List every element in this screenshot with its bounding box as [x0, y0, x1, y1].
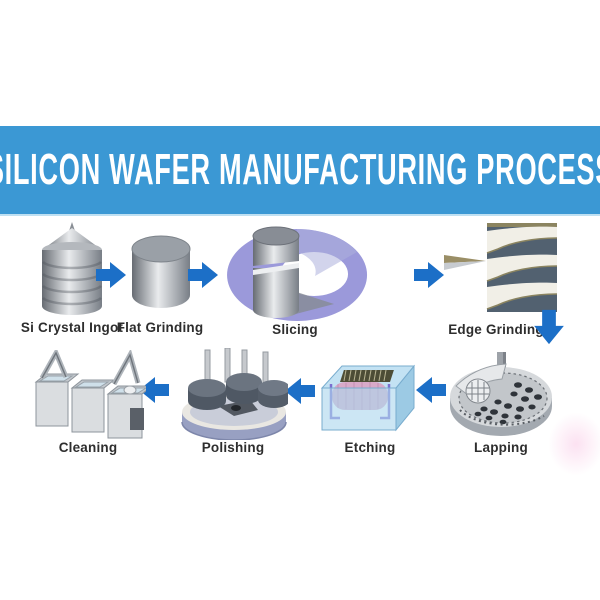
- cleaning-icon: [34, 350, 146, 439]
- arrow-left-icon: [416, 377, 446, 403]
- flat-grinding-icon: [131, 235, 191, 308]
- edge-grinding-icon: [444, 223, 558, 312]
- arrow-right-icon: [188, 262, 218, 288]
- step-label-flat-grinding: Flat Grinding: [116, 320, 204, 335]
- pink-watermark: [548, 412, 600, 476]
- arrow-right-icon: [414, 262, 444, 288]
- silicon-ingot-icon: [42, 222, 102, 315]
- arrow-right-icon: [96, 262, 126, 288]
- polishing-icon: [181, 348, 288, 440]
- arrow-left-icon: [285, 378, 315, 404]
- step-label-etching: Etching: [344, 440, 396, 455]
- step-label-polishing: Polishing: [201, 440, 265, 455]
- title-banner: SILICON WAFER MANUFACTURING PROCESS: [0, 126, 600, 216]
- step-label-si-crystal-ingot: Si Crystal Ingot: [20, 320, 124, 335]
- arrow-down-icon: [534, 309, 564, 345]
- step-label-lapping: Lapping: [474, 440, 528, 455]
- arrow-left-icon: [139, 377, 169, 403]
- page-title: SILICON WAFER MANUFACTURING PROCESS: [0, 145, 600, 194]
- step-label-edge-grinding: Edge Grinding: [448, 322, 544, 337]
- slicing-icon: [227, 226, 368, 321]
- lapping-icon: [450, 352, 552, 436]
- step-label-cleaning: Cleaning: [58, 440, 118, 455]
- step-label-slicing: Slicing: [272, 322, 318, 337]
- etching-icon: [320, 364, 416, 432]
